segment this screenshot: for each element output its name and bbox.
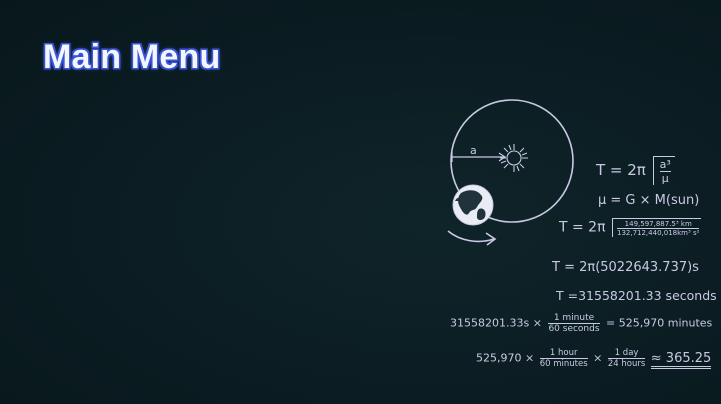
fraction-numerator: 1 hour — [539, 348, 588, 359]
equation-period-values: T = 2π 149,597,887.5³ km 132,712,440,018… — [559, 218, 702, 237]
equation-mu: μ = G × M(sun) — [598, 193, 700, 208]
fraction-denominator: 24 hours — [607, 359, 646, 369]
radius-arrow — [451, 152, 507, 162]
fraction-numerator: a³ — [659, 158, 671, 172]
equation-text: T = 2π — [596, 161, 646, 179]
orbit-circle — [450, 99, 574, 223]
equation-text: T = 2π — [559, 219, 606, 236]
equation-text: 525,970 × — [476, 351, 535, 365]
fraction-numerator: 1 minute — [548, 313, 600, 324]
equation-period-formula: T = 2π a³ μ — [596, 156, 675, 185]
equation-text: = 525,970 minutes — [606, 316, 713, 330]
fraction-denominator: 60 minutes — [539, 359, 588, 369]
equation-period-seconds: T =31558201.33 seconds — [556, 288, 717, 303]
fraction-numerator: 149,597,887.5³ km — [616, 220, 700, 229]
equation-days: 525,970 × 1 hour 60 minutes × 1 day 24 h… — [476, 348, 712, 369]
fraction-denominator: 132,712,440,018km³ s² — [616, 229, 700, 237]
earth-globe-icon — [452, 184, 494, 226]
equation-minutes: 31558201.33s × 1 minute 60 seconds = 525… — [450, 313, 712, 334]
result-value: ≈ 365.25 — [650, 350, 712, 369]
equation-text: × — [593, 351, 603, 365]
fraction-denominator: μ — [661, 172, 669, 185]
slide-title: Main Menu — [43, 38, 221, 76]
orbit-label: a — [470, 144, 477, 157]
orbit-arrow-icon — [447, 230, 497, 246]
fraction-denominator: 60 seconds — [548, 324, 600, 334]
equation-period-simplified: T = 2π(5022643.737)s — [552, 260, 699, 275]
sun-icon — [500, 144, 528, 172]
fraction-numerator: 1 day — [607, 348, 646, 359]
orbital-period-illustration: a — [447, 99, 574, 246]
equation-text: 31558201.33s × — [450, 316, 542, 330]
